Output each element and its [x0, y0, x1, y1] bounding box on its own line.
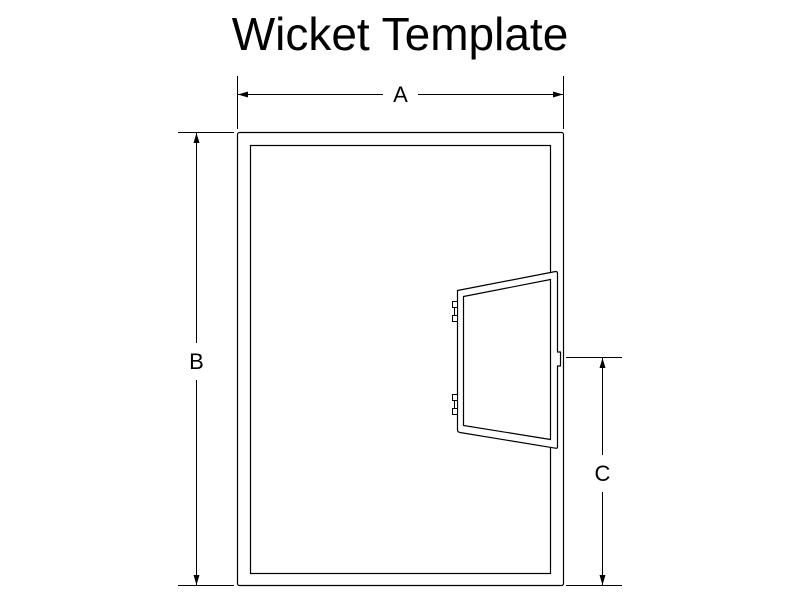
outer-frame — [236, 131, 565, 587]
dimension-a: A — [237, 76, 564, 129]
lower-hinge — [452, 394, 458, 415]
diagram-title: Wicket Template — [231, 8, 569, 60]
dimension-b-label: B — [189, 349, 204, 374]
upper-hinge — [452, 301, 458, 322]
dimension-a-label: A — [393, 82, 408, 107]
dimension-c-label: C — [595, 461, 611, 486]
dimension-c: C — [566, 357, 622, 586]
dimension-b: B — [178, 132, 234, 586]
wicket-door — [456, 270, 562, 449]
